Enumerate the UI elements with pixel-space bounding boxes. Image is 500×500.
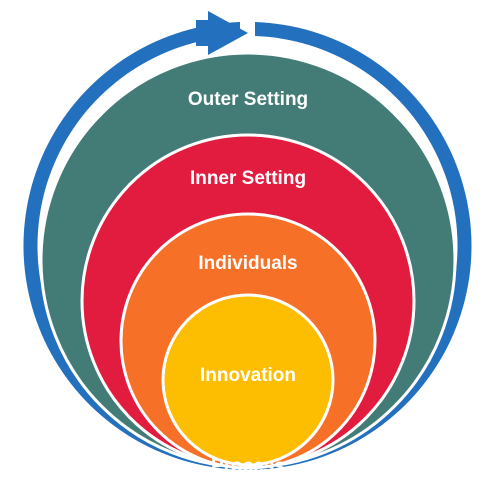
process-arrowhead-icon xyxy=(196,11,248,55)
innovation-label: Innovation xyxy=(200,365,296,386)
process-label: Process xyxy=(211,456,285,477)
inner-setting-label: Inner Setting xyxy=(190,168,306,189)
innovation-circle xyxy=(161,293,335,467)
outer-setting-label: Outer Setting xyxy=(188,89,308,110)
individuals-label: Individuals xyxy=(198,253,297,274)
